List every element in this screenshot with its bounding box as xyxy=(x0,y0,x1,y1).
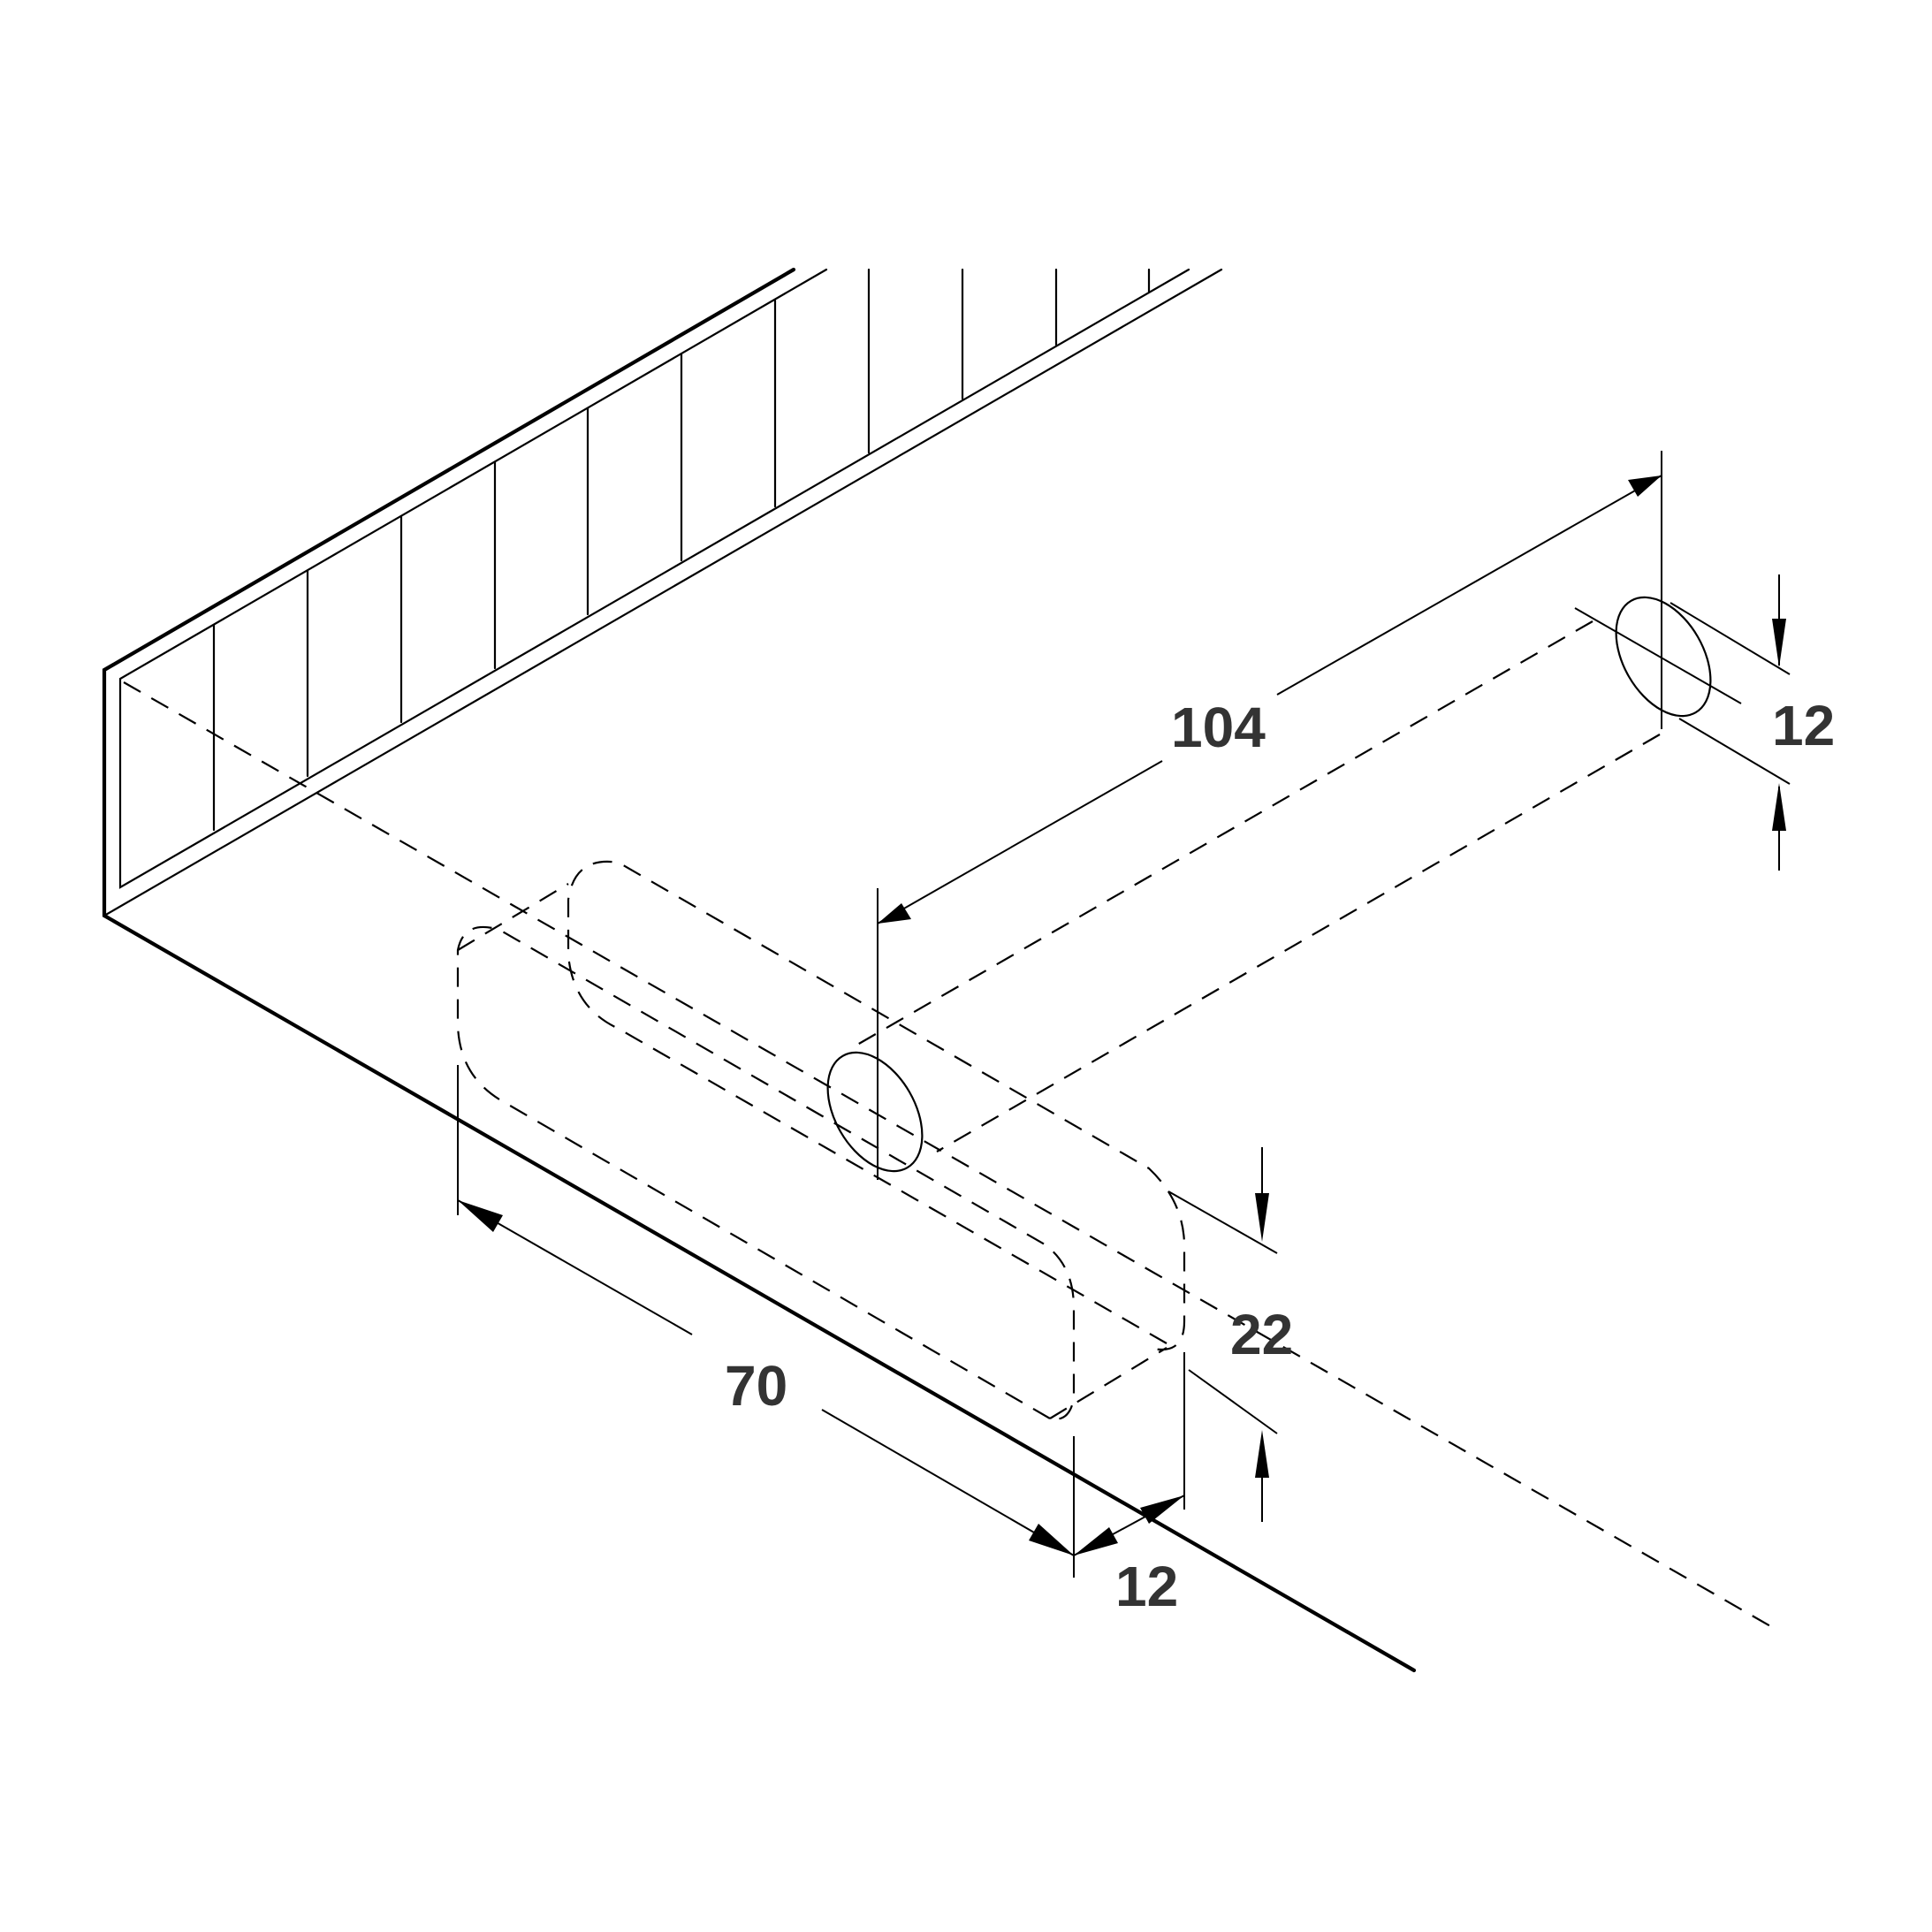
dimension-recess-height: 22 xyxy=(1168,1147,1293,1522)
recess-back-face xyxy=(567,860,1186,1351)
centerline-upper xyxy=(856,620,1594,1046)
label-hole-spacing: 104 xyxy=(1171,696,1266,759)
arrowhead xyxy=(1074,1527,1118,1555)
label-hole-diameter: 12 xyxy=(1772,694,1835,757)
extension-line xyxy=(1168,1190,1278,1254)
centerline-lower xyxy=(936,734,1661,1152)
label-recess-length: 70 xyxy=(725,1354,787,1418)
panel-inner-edge xyxy=(118,268,1190,889)
arrowhead xyxy=(1628,475,1662,497)
arrowhead xyxy=(1772,619,1786,667)
dimension-hole-diameter: 12 xyxy=(1574,574,1835,871)
hidden-geometry xyxy=(123,620,1779,1632)
arrowhead xyxy=(458,1200,503,1232)
recess-bottom-edge xyxy=(1049,1347,1168,1419)
dimension-recess-length: 70 xyxy=(457,1065,1075,1578)
arrowhead xyxy=(1255,1193,1269,1242)
panel-outer-edge xyxy=(102,267,1417,1673)
extension-line xyxy=(1670,602,1791,675)
extension-line xyxy=(1188,1369,1278,1434)
dimension-line xyxy=(877,760,1163,924)
bore-hole-rear xyxy=(1615,596,1712,718)
arrowhead xyxy=(1772,783,1786,831)
recess-top-edge xyxy=(457,883,569,951)
cabinet-panel xyxy=(102,267,1417,1673)
arrowhead xyxy=(878,903,911,924)
panel-front-edge xyxy=(103,268,1223,917)
dimension-line xyxy=(1276,475,1662,696)
arrowhead xyxy=(1255,1430,1269,1478)
panel-slats xyxy=(212,268,1151,832)
label-recess-depth: 12 xyxy=(1115,1555,1178,1618)
recess-front-face xyxy=(456,925,1076,1420)
extension-line xyxy=(1678,718,1791,785)
arrowhead xyxy=(1029,1524,1074,1555)
dimension-line xyxy=(821,1409,1075,1556)
bore-hole-front xyxy=(826,1051,924,1173)
dimension-hole-spacing: 104 xyxy=(877,451,1662,1180)
extension-line xyxy=(1574,607,1742,704)
arrowhead xyxy=(1140,1495,1184,1524)
dimension-recess-depth: 12 xyxy=(1073,1352,1185,1618)
bore-holes xyxy=(826,596,1712,1173)
centerline-long xyxy=(123,681,1779,1632)
label-recess-height: 22 xyxy=(1230,1303,1293,1366)
